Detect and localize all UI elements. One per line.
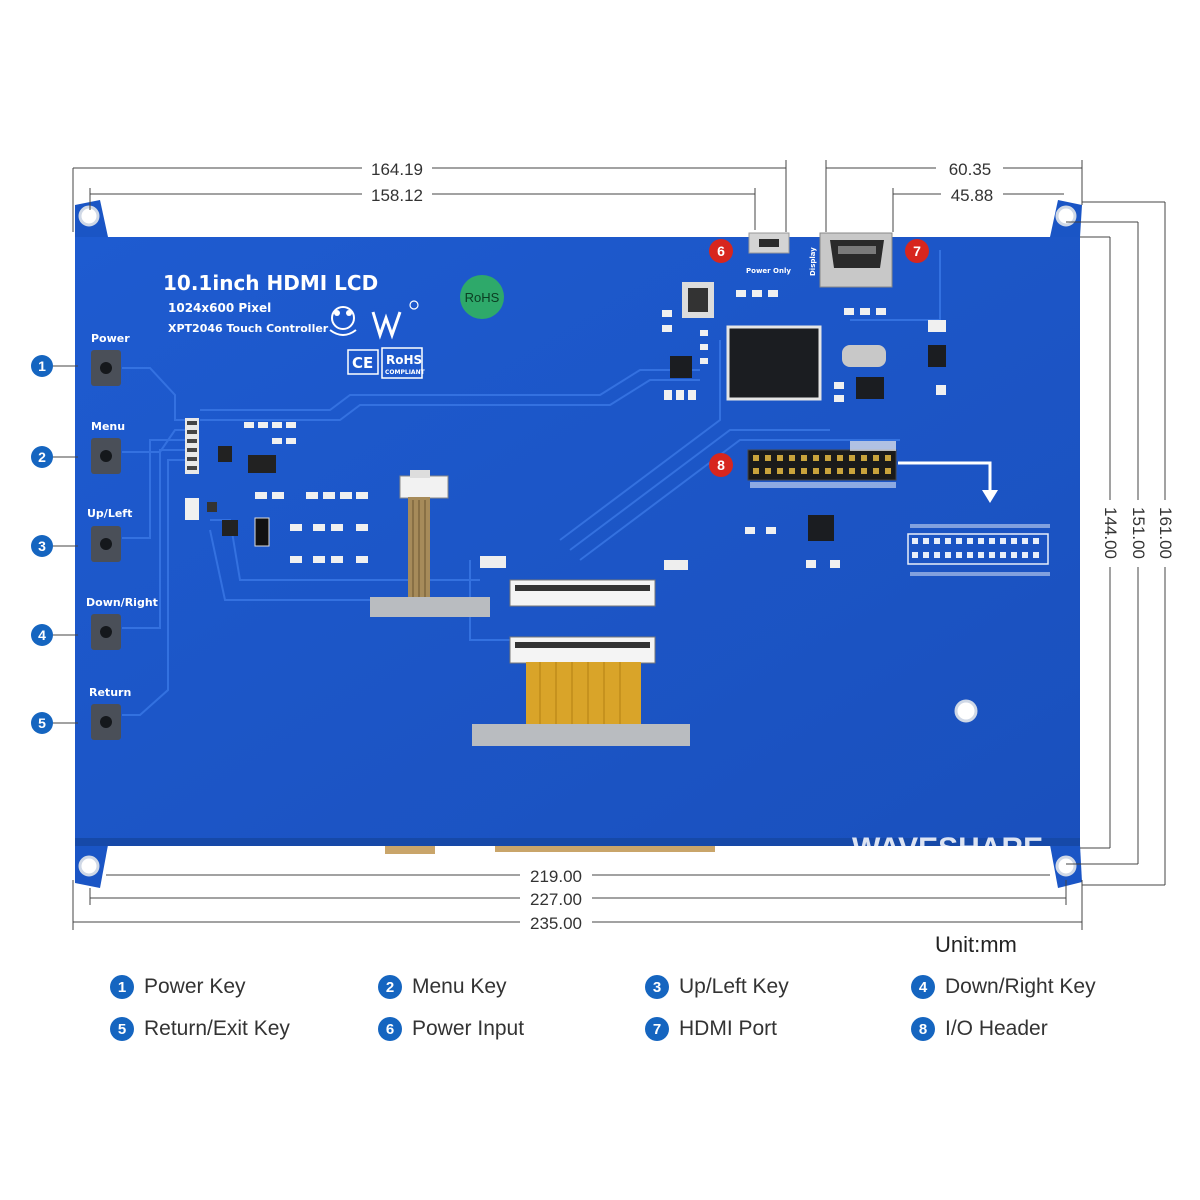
callout-1-badge [31,355,53,377]
dim-top-1: 164.19 [371,160,423,179]
dim-top-right-1: 60.35 [949,160,992,179]
menu-key-label: Menu [91,420,125,433]
legend-text-4: Down/Right Key [945,975,1096,998]
watermark: WAVESHARE [852,832,1043,865]
rohs-badge-circle [460,275,504,319]
return-key-label: Return [89,686,131,699]
board-branding: 10.1inch HDMI LCD 1024x600 Pixel XPT2046… [163,271,504,379]
callout-5: 5 [38,715,46,731]
dim-right-3: 161.00 [1156,507,1175,559]
legend-text-2: Menu Key [412,975,507,998]
legend-badge-7: 7 [645,1017,669,1041]
legend-text-7: HDMI Port [679,1017,778,1040]
io-header-footprint [898,461,1050,576]
board-controller: XPT2046 Touch Controller [168,322,329,335]
ce-mark: CE [352,354,373,372]
legend-text-1: Power Key [144,975,246,998]
left-components [185,418,368,563]
rohs-compliant: COMPLIANT [385,369,426,376]
port-callouts: 6 7 8 [709,239,929,477]
power-only-label: Power Only [746,267,791,275]
legend-text-5: Return/Exit Key [144,1017,290,1040]
dim-bottom-1: 219.00 [530,867,582,886]
legend-item-up-left-key: 3 Up/Left Key [645,973,789,1001]
rohs-badge: RoHS [465,290,500,305]
dim-bottom-2: 227.00 [530,890,582,909]
callout-6: 6 [717,243,725,259]
power-key-label: Power [91,332,130,345]
display-label: Display [809,247,817,276]
legend-text-6: Power Input [412,1017,525,1040]
callout-5-badge [31,712,53,734]
callout-2-badge [31,446,53,468]
legend-item-power-input: 6 Power Input [378,1015,524,1043]
legend-badge-5: 5 [110,1017,134,1041]
dimension-lines [72,160,1166,930]
up-left-key-label: Up/Left [87,507,132,520]
key-callouts: 1 2 3 4 5 [31,355,78,734]
ce-mark-box [347,349,379,375]
dim-top-2: 158.12 [371,186,423,205]
legend: 1 Power Key 2 Menu Key 3 Up/Left Key 4 D… [0,965,1200,1055]
down-right-key-label: Down/Right [86,596,158,609]
legend-item-power-key: 1 Power Key [110,973,246,1001]
io-header[interactable] [747,441,897,488]
rohs-mark-box [381,347,423,379]
callout-3-badge [31,535,53,557]
legend-badge-4: 4 [911,975,935,999]
down-right-key[interactable]: Down/Right [86,596,158,650]
legend-badge-3: 3 [645,975,669,999]
main-ic-area [662,282,946,568]
callout-1: 1 [38,358,46,374]
return-key[interactable]: Return [89,686,131,740]
rohs-mark: RoHS [386,353,422,367]
micro-usb-port[interactable]: Power Only [746,232,791,275]
hdmi-port[interactable]: Display [809,232,893,288]
power-key[interactable]: Power [91,332,130,386]
callout-7-badge [905,239,929,263]
legend-item-down-right-key: 4 Down/Right Key [911,973,1096,1001]
board-title: 10.1inch HDMI LCD [163,271,378,295]
callout-4: 4 [38,627,46,643]
pcb-traces [122,250,941,716]
legend-badge-6: 6 [378,1017,402,1041]
waveshare-logo [329,300,419,340]
callout-2: 2 [38,449,46,465]
board-resolution: 1024x600 Pixel [168,301,271,315]
callout-8: 8 [717,457,725,473]
legend-text-8: I/O Header [945,1017,1048,1040]
legend-item-return-exit-key: 5 Return/Exit Key [110,1015,290,1043]
dim-bottom-3: 235.00 [530,914,582,933]
callout-7: 7 [913,243,921,259]
dim-right-1: 144.00 [1101,507,1120,559]
callout-6-badge [709,239,733,263]
lcd-connector [472,556,690,746]
dimension-labels: 164.19 158.12 60.35 45.88 219.00 227.00 … [371,160,1175,933]
mounting-holes [78,205,1077,877]
unit-label: Unit:mm [935,932,1017,957]
legend-item-hdmi-port: 7 HDMI Port [645,1015,777,1043]
callout-3: 3 [38,538,46,554]
menu-key[interactable]: Menu [91,420,125,474]
legend-badge-1: 1 [110,975,134,999]
legend-text-3: Up/Left Key [679,975,789,998]
dim-top-right-2: 45.88 [951,186,994,205]
legend-badge-2: 2 [378,975,402,999]
legend-item-io-header: 8 I/O Header [911,1015,1048,1043]
callout-4-badge [31,624,53,646]
legend-item-menu-key: 2 Menu Key [378,973,507,1001]
key-buttons: Power Menu Up/Left Down/Right Return [86,332,158,740]
legend-badge-8: 8 [911,1017,935,1041]
up-left-key[interactable]: Up/Left [87,507,132,562]
callout-8-badge [709,453,733,477]
dim-right-2: 151.00 [1129,507,1148,559]
touch-connector [370,470,490,617]
